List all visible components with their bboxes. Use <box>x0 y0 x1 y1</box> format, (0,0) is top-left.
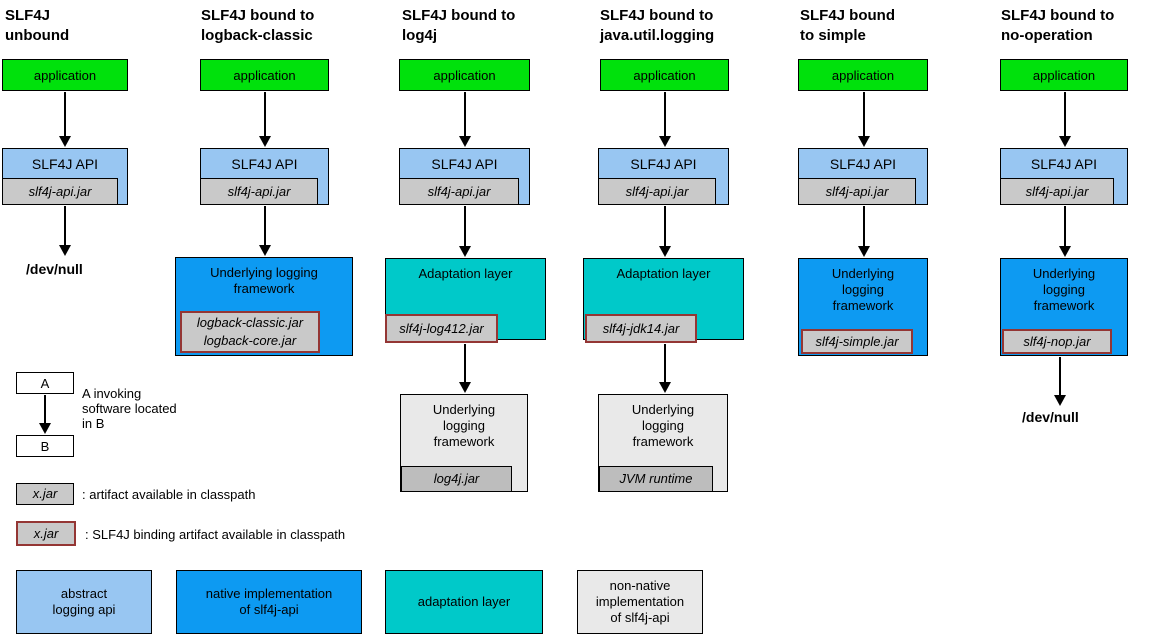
slf4j-api-label: SLF4J API <box>231 155 298 172</box>
arrow-api-to-adaptation <box>458 206 471 257</box>
log4j-jar: log4j.jar <box>401 466 512 492</box>
legend-color-adaptation: adaptation layer <box>385 570 543 634</box>
slf4j-api-label: SLF4J API <box>1030 155 1098 172</box>
column-title-nop: SLF4J bound to no-operation <box>1001 7 1115 44</box>
slf4j-api-label: SLF4J API <box>31 155 99 172</box>
column-title-unbound: SLF4J unbound <box>5 7 70 44</box>
slf4j-api-jar: slf4j-api.jar <box>598 178 716 205</box>
slf4j-jdk14-jar: slf4j-jdk14.jar <box>585 314 697 343</box>
legend-arrow-a-to-b <box>38 395 51 434</box>
arrow-app-to-api <box>857 92 870 147</box>
slf4j-nop-jar: slf4j-nop.jar <box>1002 329 1112 354</box>
application-box: application <box>1000 59 1128 91</box>
column-title-simple: SLF4J bound to simple <box>800 7 895 44</box>
dev-null-label: /dev/null <box>1022 409 1079 425</box>
slf4j-api-jar: slf4j-api.jar <box>2 178 118 205</box>
slf4j-log4j-jar: slf4j-log412.jar <box>385 314 498 343</box>
jvm-runtime-jar: JVM runtime <box>599 466 713 492</box>
adaptation-layer-label: Adaptation layer <box>418 266 513 281</box>
arrow-app-to-api <box>258 92 271 147</box>
legend-binding-jar: x.jar <box>16 521 76 546</box>
underlying-framework-label: Underlying logging framework <box>631 402 695 449</box>
arrow-api-to-framework <box>857 206 870 257</box>
arrow-adaptation-to-framework <box>458 344 471 393</box>
legend-color-non-native: non-native implementation of slf4j-api <box>577 570 703 634</box>
application-box: application <box>798 59 928 91</box>
legend-box-b: B <box>16 435 74 457</box>
column-title-logback: SLF4J bound to logback-classic <box>201 7 315 44</box>
underlying-framework-label: Underlying logging framework <box>1032 266 1096 313</box>
arrow-app-to-api <box>58 92 71 147</box>
slf4j-api-label: SLF4J API <box>829 155 897 172</box>
slf4j-api-jar: slf4j-api.jar <box>200 178 318 205</box>
column-title-log4j: SLF4J bound to log4j <box>402 7 516 44</box>
adaptation-layer-label: Adaptation layer <box>616 266 711 281</box>
slf4j-api-jar: slf4j-api.jar <box>1000 178 1114 205</box>
legend-color-abstract-api: abstract logging api <box>16 570 152 634</box>
legend-binding-text: : SLF4J binding artifact available in cl… <box>85 527 346 542</box>
slf4j-api-label: SLF4J API <box>630 155 697 172</box>
arrow-api-to-adaptation <box>658 206 671 257</box>
dev-null-label: /dev/null <box>26 261 83 277</box>
application-box: application <box>2 59 128 91</box>
arrow-app-to-api <box>658 92 671 147</box>
arrow-api-to-devnull <box>58 206 71 256</box>
legend-artifact-jar: x.jar <box>16 483 74 505</box>
underlying-framework-label: Underlying logging framework <box>432 402 496 449</box>
application-box: application <box>399 59 530 91</box>
slf4j-api-label: SLF4J API <box>431 155 498 172</box>
arrow-framework-to-devnull <box>1053 357 1066 406</box>
arrow-api-to-framework <box>1058 206 1071 257</box>
slf4j-api-jar: slf4j-api.jar <box>798 178 916 205</box>
column-title-jul: SLF4J bound to java.util.logging <box>600 7 715 44</box>
application-box: application <box>200 59 329 91</box>
logback-jars: logback-classic.jar logback-core.jar <box>180 311 320 353</box>
underlying-framework-label: Underlying logging framework <box>831 266 895 313</box>
legend-color-native-impl: native implementation of slf4j-api <box>176 570 362 634</box>
arrow-app-to-api <box>458 92 471 147</box>
slf4j-simple-jar: slf4j-simple.jar <box>801 329 913 354</box>
legend-box-a: A <box>16 372 74 394</box>
arrow-app-to-api <box>1058 92 1071 147</box>
underlying-framework-label: Underlying logging framework <box>210 265 318 296</box>
legend-invoke-note: A invoking software located in B <box>82 386 177 431</box>
application-box: application <box>600 59 729 91</box>
arrow-adaptation-to-framework <box>658 344 671 393</box>
legend-artifact-text: : artifact available in classpath <box>82 487 256 502</box>
slf4j-api-jar: slf4j-api.jar <box>399 178 519 205</box>
arrow-api-to-framework <box>258 206 271 256</box>
